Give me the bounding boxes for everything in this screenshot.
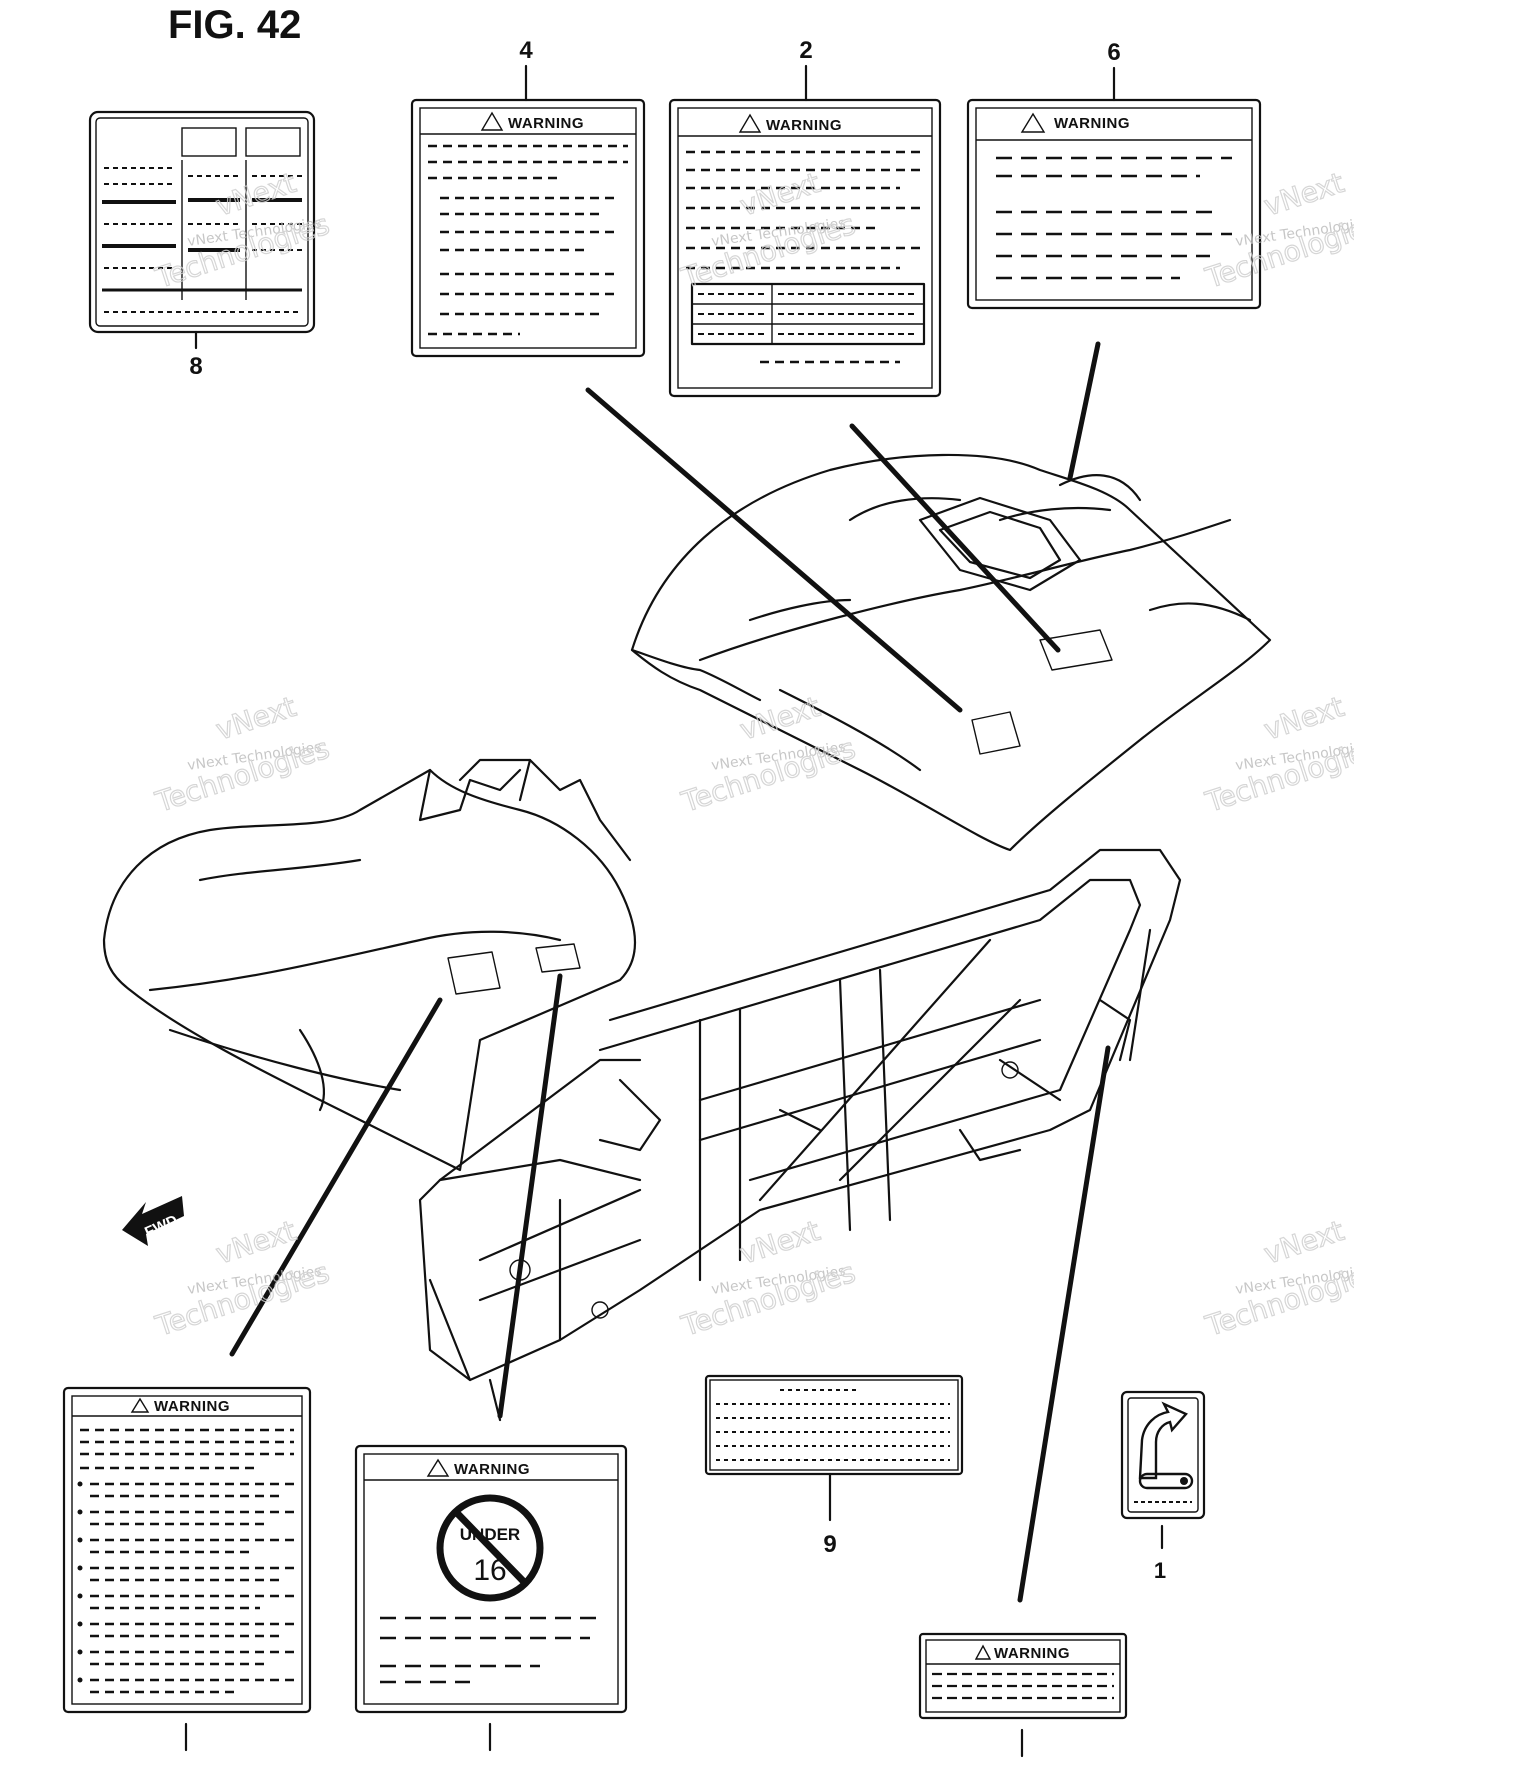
page-margin bbox=[1354, 0, 1536, 1792]
no-under16-icon bbox=[436, 1494, 544, 1602]
label-4-warning-sticker: WARNING bbox=[410, 98, 646, 358]
callout-6: 6 bbox=[1107, 39, 1120, 66]
label-2-warning-text: WARNING bbox=[766, 117, 842, 134]
label-6-warning-sticker: WARNING bbox=[966, 98, 1262, 310]
svg-text:Technologies: Technologies bbox=[677, 1256, 859, 1343]
label-2-warning-sticker: WARNING bbox=[668, 98, 942, 398]
figure-title: FIG. 42 bbox=[168, 3, 301, 47]
watermarks: vNext vNext Technologies Technologies vN… bbox=[150, 165, 1383, 1343]
label-bottom-left-warning-text: WARNING bbox=[154, 1398, 230, 1415]
atv-frame bbox=[418, 848, 1182, 1422]
callout-2: 2 bbox=[799, 37, 812, 64]
callout-1: 1 bbox=[1154, 1558, 1166, 1583]
label-9-sticker bbox=[704, 1374, 964, 1522]
front-fender bbox=[102, 758, 636, 1172]
svg-text:Technologies: Technologies bbox=[151, 208, 333, 295]
svg-text:Technologies: Technologies bbox=[151, 1256, 333, 1343]
leader-lines bbox=[229, 341, 1111, 1603]
callout-9: 9 bbox=[823, 1531, 836, 1558]
callout-8: 8 bbox=[189, 353, 202, 380]
svg-text:vNext: vNext bbox=[736, 166, 824, 223]
svg-text:vNext: vNext bbox=[736, 1214, 824, 1271]
callout-4: 4 bbox=[519, 37, 533, 64]
svg-text:vNext: vNext bbox=[1260, 166, 1348, 223]
label-bottom-right-warning-text: WARNING bbox=[994, 1645, 1070, 1662]
label-1-sticker bbox=[1120, 1390, 1206, 1550]
rear-fender bbox=[630, 453, 1272, 852]
label-under16-warning-sticker: WARNING UNDER 16 bbox=[354, 1444, 628, 1752]
label-4-warning-text: WARNING bbox=[508, 115, 584, 132]
svg-text:vNext: vNext bbox=[736, 690, 824, 747]
fwd-arrow: FWD bbox=[122, 1196, 184, 1246]
svg-text:vNext: vNext bbox=[1260, 1214, 1348, 1271]
label-bottom-right-warning-sticker: WARNING bbox=[918, 1632, 1128, 1758]
svg-text:vNext: vNext bbox=[212, 690, 300, 747]
label-8-sticker bbox=[88, 110, 316, 350]
label-6-warning-text: WARNING bbox=[1054, 115, 1130, 132]
svg-text:vNext: vNext bbox=[212, 166, 300, 223]
svg-text:Technologies: Technologies bbox=[677, 208, 859, 295]
label-under16-warning-text: WARNING bbox=[454, 1461, 530, 1478]
label-bottom-left-warning-sticker: WARNING bbox=[62, 1386, 312, 1752]
svg-text:Technologies: Technologies bbox=[151, 732, 333, 819]
shift-arrow-icon bbox=[1138, 1401, 1188, 1480]
svg-text:vNext: vNext bbox=[1260, 690, 1348, 747]
svg-text:Technologies: Technologies bbox=[677, 732, 859, 819]
